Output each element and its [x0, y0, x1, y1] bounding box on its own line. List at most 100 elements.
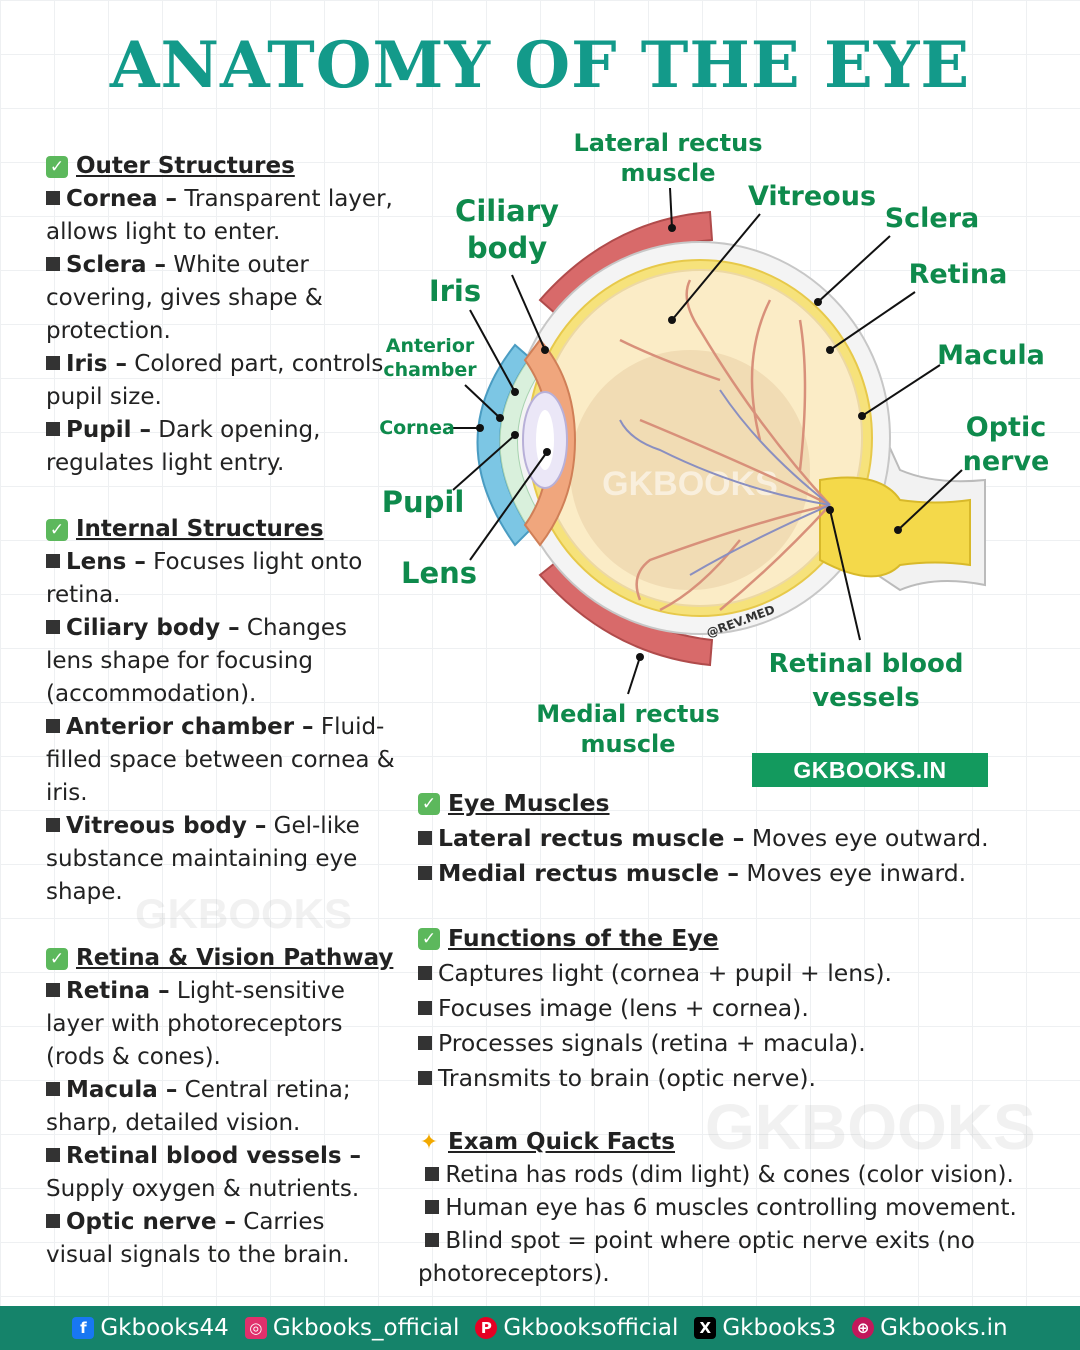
square-bullet-icon [46, 818, 60, 832]
footer-link-website[interactable]: ⊕ Gkbooks.in [852, 1315, 1008, 1341]
list-item: Human eye has 6 muscles controlling move… [418, 1192, 1058, 1225]
instagram-icon: ◎ [244, 1317, 267, 1339]
list-item: Anterior chamber – Fluid-filled space be… [46, 714, 395, 806]
left-column: ✓ Outer Structures Cornea – Transparent … [46, 150, 396, 1272]
label-retinal-blood-vessels-2: vessels [812, 683, 920, 713]
square-bullet-icon [425, 1167, 440, 1181]
diagram-watermark-text: GKBOOKS [602, 465, 778, 503]
label-cornea: Cornea [380, 417, 455, 439]
globe-icon: ⊕ [852, 1317, 875, 1339]
list-item: Sclera – White outer covering, gives sha… [46, 252, 323, 344]
label-medial-rectus-2: muscle [580, 730, 675, 758]
square-bullet-icon [418, 1036, 432, 1050]
square-bullet-icon [425, 1200, 440, 1214]
list-item: Vitreous body – Gel-like substance maint… [46, 813, 360, 905]
list-item: Medial rectus muscle – Moves eye inward. [418, 856, 1058, 891]
list-item: Retinal blood vessels – Supply oxygen & … [46, 1143, 362, 1202]
list-item: Focuses image (lens + cornea). [418, 991, 1058, 1026]
label-macula: Macula [937, 340, 1045, 371]
list-item: Retina – Light-sensitive layer with phot… [46, 978, 345, 1070]
list-item: Transmits to brain (optic nerve). [418, 1061, 1058, 1096]
lens-highlight [536, 410, 554, 470]
label-lateral-rectus-2: muscle [620, 159, 715, 187]
list-item: Blind spot = point where optic nerve exi… [418, 1228, 975, 1287]
label-anterior-chamber-2: chamber [383, 359, 477, 381]
optic-nerve [819, 476, 971, 578]
label-lateral-rectus: Lateral rectus [573, 129, 762, 157]
list-item: Iris – Colored part, controls pupil size… [46, 351, 384, 410]
footer-link-instagram[interactable]: ◎ Gkbooks_official [244, 1315, 459, 1341]
section-heading-retina: ✓ Retina & Vision Pathway [46, 942, 396, 975]
label-optic-nerve: Optic [966, 412, 1046, 443]
watermark-right: GKBOOKS [705, 1091, 1036, 1163]
label-retinal-blood-vessels: Retinal blood [769, 649, 964, 679]
page-title: ANATOMY OF THE EYE [109, 28, 971, 103]
section-heading-internal: ✓ Internal Structures [46, 513, 396, 546]
label-anterior-chamber: Anterior [386, 335, 475, 357]
section-heading-outer: ✓ Outer Structures [46, 150, 396, 183]
right-column: ✓ Eye Muscles Lateral rectus muscle – Mo… [418, 786, 1058, 1291]
eye-diagram: GKBOOKS [380, 129, 1050, 758]
square-bullet-icon [418, 1071, 432, 1085]
footer-link-pinterest[interactable]: P Gkbooksofficial [475, 1315, 678, 1341]
list-item: Pupil – Dark opening, regulates light en… [46, 417, 321, 476]
label-ciliary-body-2: body [467, 231, 547, 265]
label-ciliary-body: Ciliary [455, 194, 559, 228]
square-bullet-icon [418, 831, 432, 845]
label-medial-rectus: Medial rectus [536, 700, 720, 728]
label-retina: Retina [909, 259, 1008, 290]
square-bullet-icon [425, 1233, 440, 1247]
watermark-left: GKBOOKS [135, 890, 353, 937]
list-item: Retina has rods (dim light) & cones (col… [418, 1159, 1058, 1192]
square-bullet-icon [46, 554, 60, 568]
list-item: Captures light (cornea + pupil + lens). [418, 956, 1058, 991]
square-bullet-icon [46, 983, 60, 997]
square-bullet-icon [46, 620, 60, 634]
list-item: Lateral rectus muscle – Moves eye outwar… [418, 821, 1058, 856]
label-iris: Iris [429, 274, 481, 308]
section-heading-functions: ✓ Functions of the Eye [418, 921, 1058, 956]
leader-lines [448, 187, 963, 695]
square-bullet-icon [418, 1001, 432, 1015]
check-icon: ✓ [46, 518, 68, 541]
label-vitreous: Vitreous [748, 181, 876, 212]
retinal-veins [619, 389, 831, 576]
square-bullet-icon [46, 1148, 60, 1162]
square-bullet-icon [46, 422, 60, 436]
footer-social-bar: f Gkbooks44 ◎ Gkbooks_official P Gkbooks… [0, 1306, 1080, 1350]
footer-link-facebook[interactable]: f Gkbooks44 [72, 1315, 229, 1341]
check-icon: ✓ [418, 792, 440, 815]
footer-link-x[interactable]: X Gkbooks3 [694, 1315, 836, 1341]
list-item: Lens – Focuses light onto retina. [46, 549, 363, 608]
square-bullet-icon [46, 356, 60, 370]
square-bullet-icon [46, 1082, 60, 1096]
list-item: Ciliary body – Changes lens shape for fo… [46, 615, 347, 707]
leader-dots [476, 224, 902, 661]
list-item: Macula – Central retina; sharp, detailed… [46, 1077, 351, 1136]
pinterest-icon: P [475, 1317, 498, 1339]
section-heading-facts: ✦ Exam Quick Facts [418, 1126, 1058, 1159]
check-icon: ✓ [46, 155, 68, 178]
label-lens: Lens [401, 556, 477, 590]
retinal-blood-vessels [619, 279, 831, 612]
list-item: Optic nerve – Carries visual signals to … [46, 1209, 350, 1268]
site-badge: GKBOOKS.IN [752, 753, 988, 787]
square-bullet-icon [418, 866, 432, 880]
x-icon: X [694, 1317, 717, 1339]
section-heading-muscles: ✓ Eye Muscles [418, 786, 1058, 821]
facebook-icon: f [72, 1317, 95, 1339]
square-bullet-icon [46, 257, 60, 271]
label-pupil: Pupil [382, 485, 465, 519]
label-optic-nerve-2: nerve [963, 446, 1050, 477]
list-item: Cornea – Transparent layer, allows light… [46, 186, 393, 245]
check-icon: ✓ [418, 927, 440, 950]
square-bullet-icon [46, 1214, 60, 1228]
check-icon: ✓ [46, 947, 68, 970]
square-bullet-icon [46, 191, 60, 205]
list-item: Processes signals (retina + macula). [418, 1026, 1058, 1061]
square-bullet-icon [46, 719, 60, 733]
watermark-circle [570, 350, 810, 590]
square-bullet-icon [418, 966, 432, 980]
sparkle-icon: ✦ [419, 1130, 439, 1155]
label-sclera: Sclera [885, 203, 980, 234]
